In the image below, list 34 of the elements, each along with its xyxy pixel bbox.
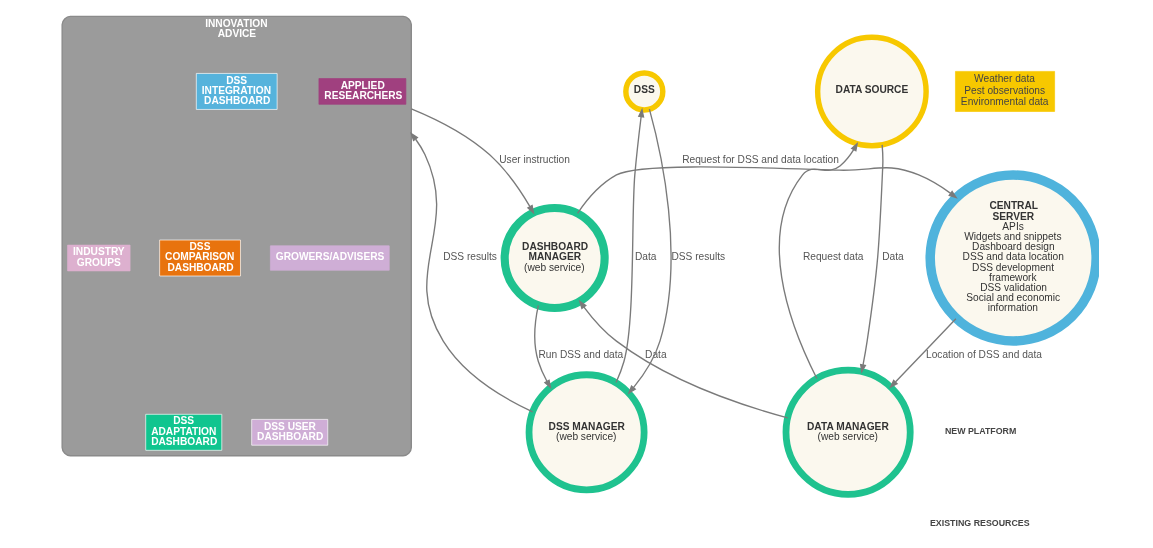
arrow xyxy=(578,299,789,419)
label: NEW PLATFORM xyxy=(944,425,1017,436)
node-circle: DSS MANAGER (web service) xyxy=(525,371,648,494)
edge-label: DSS results xyxy=(443,251,497,263)
edge-label: Request data xyxy=(802,251,864,263)
edge-label: Run DSS and data xyxy=(538,349,624,361)
edge-label: Data xyxy=(882,251,904,263)
edge-label: DSS results xyxy=(671,251,726,263)
edge-label: Location of DSS and data xyxy=(926,349,1042,361)
edge-label: Data xyxy=(634,251,657,263)
label: EXISTING RESOURCES xyxy=(929,518,1030,529)
arrow xyxy=(859,144,884,374)
edge-label: Request for DSS and data location xyxy=(682,153,839,165)
node-box: Weather data Pest observations Environmental data xyxy=(955,71,1055,112)
arrow xyxy=(627,108,672,395)
arrow xyxy=(576,166,958,215)
node-box: DSS USER DASHBOARD xyxy=(251,419,329,446)
node-circle: DSS xyxy=(623,70,666,113)
arrow xyxy=(889,318,957,389)
node-box: DSS COMPARISON DASHBOARD xyxy=(159,239,241,277)
node-box: DSS ADAPTATION DASHBOARD xyxy=(145,413,223,451)
arrow xyxy=(410,132,534,413)
edge-label: User instruction xyxy=(499,153,570,165)
arrow xyxy=(615,107,645,384)
arrow xyxy=(410,108,535,215)
node-circle: DATA SOURCE xyxy=(814,34,929,149)
arrow xyxy=(534,304,552,390)
node-box: APPLIED RESEARCHERS xyxy=(318,78,407,105)
node-circle: CENTRAL SERVER APIs Widgets and snippets Dashboard design DSS and data location DSS development framework DSS validation Social and economic information xyxy=(925,170,1099,346)
arrow xyxy=(778,141,859,380)
node-box: DSS INTEGRATION DASHBOARD xyxy=(196,73,278,110)
node-circle: DATA MANAGER (web service) xyxy=(782,366,914,498)
node-box: GROWERS/ADVISERS xyxy=(270,245,390,271)
node-box: INDUSTRY GROUPS xyxy=(67,244,131,272)
